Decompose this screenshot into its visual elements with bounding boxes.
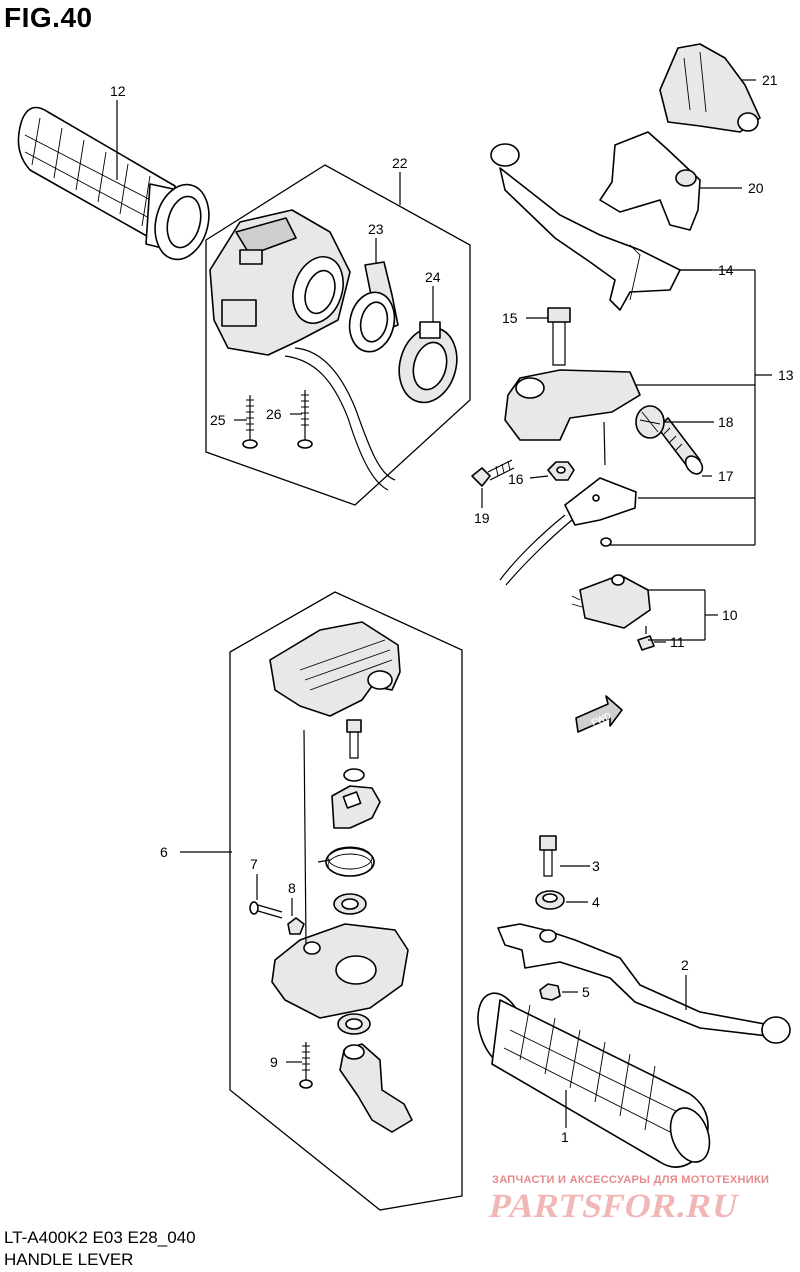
part-26-screw <box>297 390 313 449</box>
part-6-throttle-collar <box>331 785 381 829</box>
callout-25: 25 <box>210 412 226 428</box>
model-code: LT-A400K2 E03 E28_040 <box>4 1228 196 1247</box>
callout-21: 21 <box>762 72 778 88</box>
part-6-throttle-lever <box>339 1043 413 1133</box>
part-16-nut <box>547 461 575 481</box>
callout-14: 14 <box>718 262 734 278</box>
part-20-bracket <box>599 131 701 231</box>
callout-6: 6 <box>160 844 168 860</box>
callout-1: 1 <box>561 1129 569 1145</box>
callout-8: 8 <box>288 880 296 896</box>
callout-15: 15 <box>502 310 518 326</box>
part-19-bolt <box>471 459 515 487</box>
part-13-brake-switch <box>499 477 637 586</box>
part-6-cover-screw <box>343 719 365 782</box>
part-13-lever-holder <box>504 369 641 466</box>
part-21-lever-cover <box>659 43 761 133</box>
callout-13: 13 <box>778 367 794 383</box>
part-23-switch-lever <box>348 261 399 353</box>
part-6-group-frame <box>229 591 463 1211</box>
callout-20: 20 <box>748 180 764 196</box>
part-8-nut <box>287 917 305 935</box>
callout-2: 2 <box>681 957 689 973</box>
part-6-throttle-housing <box>271 729 409 1019</box>
section-name: HANDLE LEVER <box>4 1250 134 1269</box>
part-3-pivot-bolt <box>539 835 557 877</box>
part-1-right-grip <box>477 992 711 1168</box>
callout-7: 7 <box>250 856 258 872</box>
callout-19: 19 <box>474 510 490 526</box>
callout-5: 5 <box>582 984 590 1000</box>
callout-4: 4 <box>592 894 600 910</box>
figure-title: FIG.40 <box>4 2 93 33</box>
callout-9: 9 <box>270 1054 278 1070</box>
callout-16: 16 <box>508 471 524 487</box>
callout-3: 3 <box>592 858 600 874</box>
part-22-switch-assembly <box>209 209 396 491</box>
part-4-washer <box>535 890 565 910</box>
part-6-return-spring <box>317 846 375 877</box>
callout-labels: 12 22 23 24 25 26 21 20 14 13 15 18 17 1… <box>110 72 794 1145</box>
fwd-direction-arrow: FWD <box>575 695 623 733</box>
watermark-logo: PARTSFOR.RU <box>486 1188 743 1225</box>
callout-10: 10 <box>722 607 738 623</box>
callout-24: 24 <box>425 269 441 285</box>
part-22-group-frame <box>205 164 471 506</box>
callout-18: 18 <box>718 414 734 430</box>
part-12-left-grip <box>17 106 210 261</box>
part-5-nut <box>539 983 561 1001</box>
part-24-clamp-ring <box>398 321 458 404</box>
part-7-screw <box>249 901 283 919</box>
part-2-clutch-lever <box>497 923 791 1044</box>
callout-12: 12 <box>110 83 126 99</box>
callout-22: 22 <box>392 155 408 171</box>
part-6-washer <box>333 893 367 915</box>
part-6-throttle-cover <box>269 621 401 717</box>
part-9-screw <box>299 1042 313 1089</box>
part-18-adjust-dial <box>635 405 665 439</box>
part-25-screw <box>242 395 258 449</box>
callout-11: 11 <box>670 634 685 650</box>
leader-lines <box>116 79 756 1128</box>
part-11-screw <box>637 626 655 651</box>
callout-26: 26 <box>266 406 282 422</box>
watermark-subtitle: ЗАПЧАСТИ И АКСЕССУАРЫ ДЛЯ МОТОТЕХНИКИ <box>492 1174 770 1186</box>
part-13-group-bracket <box>610 269 772 546</box>
part-17-adjuster <box>657 417 704 475</box>
part-6-lower-washer <box>337 1013 371 1035</box>
part-10-switch <box>571 574 651 629</box>
part-14-brake-lever <box>490 143 681 311</box>
callout-17: 17 <box>718 468 734 484</box>
part-15-pivot-bolt <box>547 307 571 366</box>
callout-23: 23 <box>368 221 384 237</box>
